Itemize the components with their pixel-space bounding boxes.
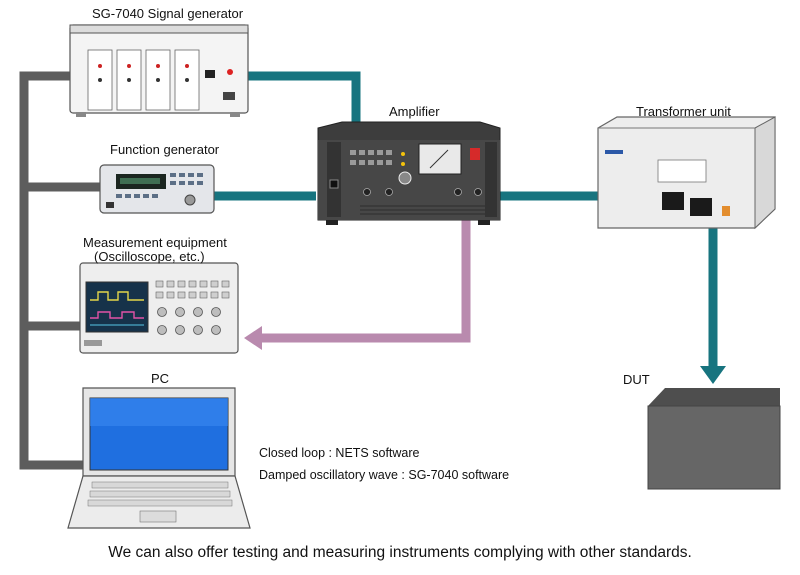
transformer-label: Transformer unit	[636, 104, 731, 119]
signal-generator-label: SG-7040 Signal generator	[92, 6, 244, 21]
amplifier-label: Amplifier	[389, 104, 440, 119]
oscilloscope-device	[79, 262, 239, 354]
dut-box	[647, 388, 781, 490]
pc-laptop-device	[67, 387, 251, 529]
footer-text: We can also offer testing and measuring …	[108, 544, 692, 561]
signal-generator-device	[69, 24, 249, 117]
measurement-label-line1: Measurement equipment	[83, 235, 227, 250]
function-generator-device	[99, 164, 215, 214]
control-bus	[19, 71, 101, 470]
dut-arrow	[700, 366, 726, 384]
closed-loop-note: Closed loop : NETS software	[259, 446, 420, 460]
signal-cables	[213, 71, 718, 368]
amplifier-device	[317, 121, 501, 225]
transformer-device	[597, 116, 776, 230]
measurement-label-line2: (Oscilloscope, etc.)	[94, 249, 205, 264]
dut-label: DUT	[623, 372, 650, 387]
pc-label: PC	[151, 371, 170, 386]
monitor-cable	[244, 220, 471, 350]
function-generator-label: Function generator	[110, 142, 220, 157]
damped-wave-note: Damped oscillatory wave : SG-7040 softwa…	[259, 468, 510, 482]
